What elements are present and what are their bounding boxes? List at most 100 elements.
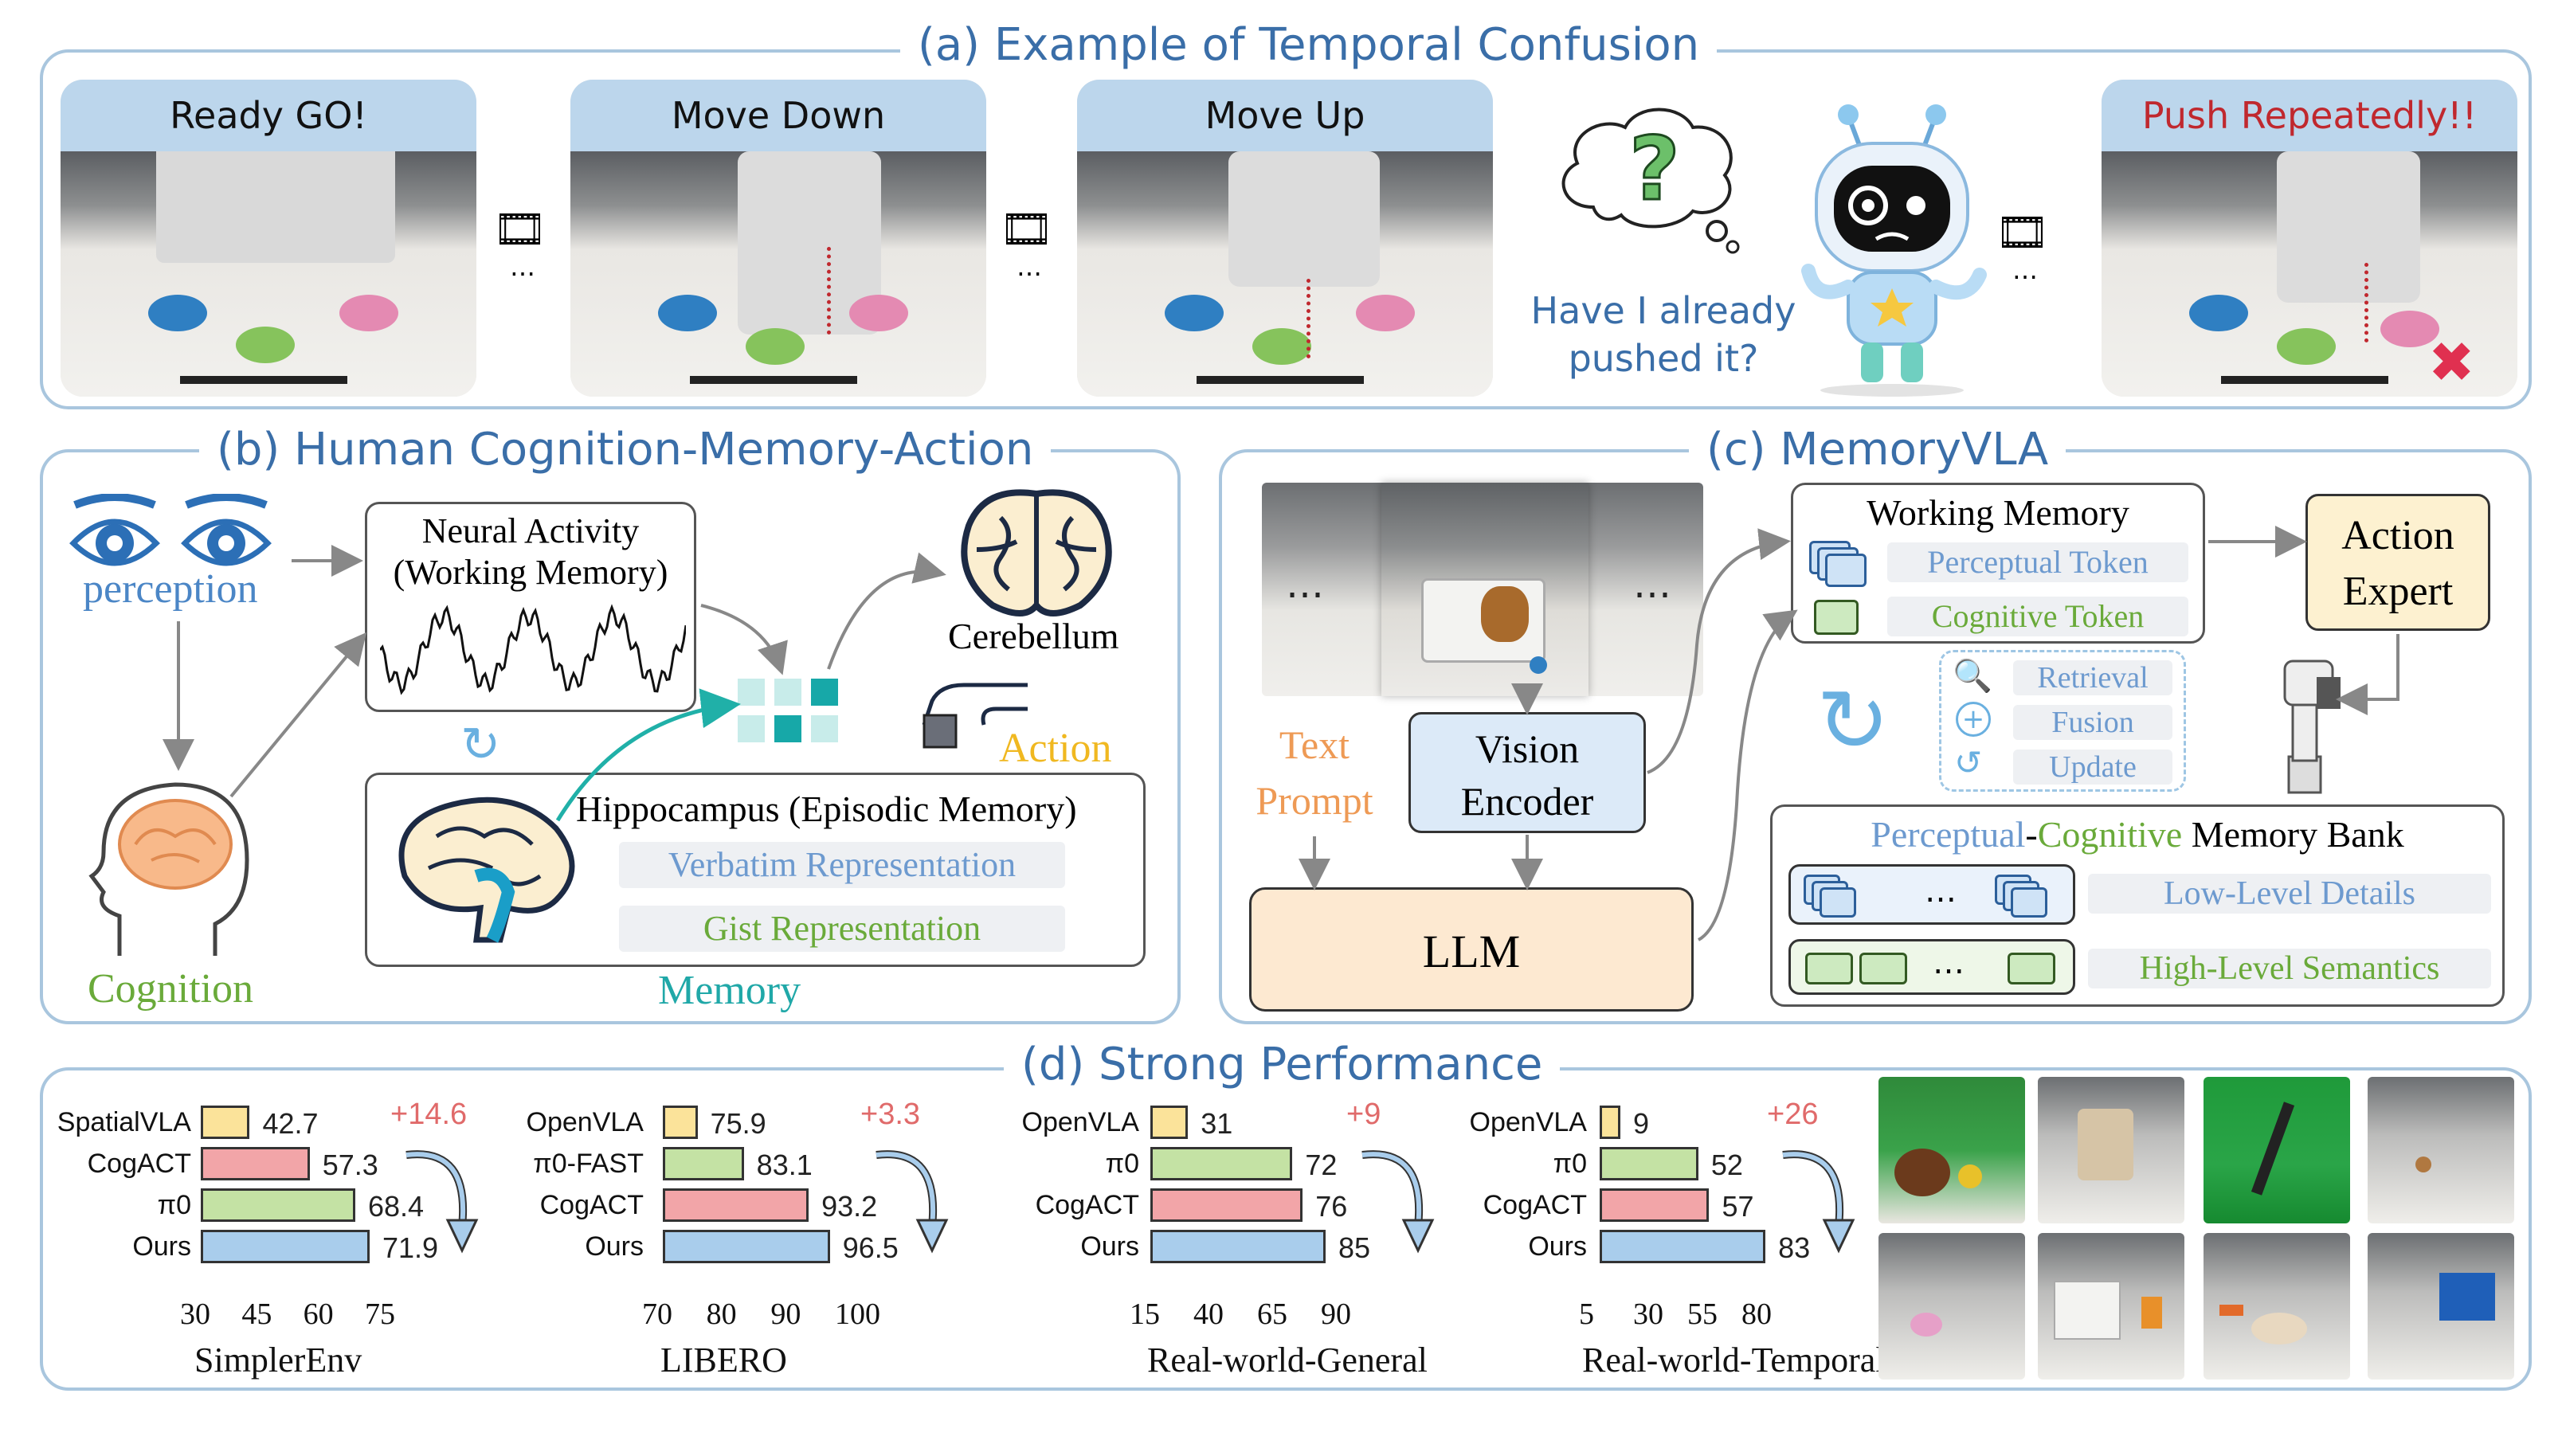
question-text: Have I already pushed it? xyxy=(1520,287,1807,382)
x-tick-label: 40 xyxy=(1193,1297,1224,1331)
thumbnail-image xyxy=(1878,1077,2025,1223)
robot-scene-image: ✖ xyxy=(2102,151,2517,397)
retrieval-pill: Retrieval xyxy=(2013,660,2172,695)
ellipsis: … xyxy=(1933,945,1965,981)
gist-pill: Gist Representation xyxy=(619,906,1065,952)
bar-openvla xyxy=(663,1106,698,1139)
low-level-pill: Low-Level Details xyxy=(2088,874,2491,914)
bank-perceptual-word: Perceptual xyxy=(1871,814,2026,855)
cognitive-token-pill: Cognitive Token xyxy=(1887,597,2188,636)
chart-title: SimplerEnv xyxy=(194,1341,362,1380)
curved-arrow-icon xyxy=(405,1150,479,1254)
cognitive-token-icon xyxy=(1814,600,1859,635)
ellipsis: … xyxy=(510,252,535,282)
thumbnail-image xyxy=(2368,1233,2514,1380)
bar--0 xyxy=(1600,1147,1698,1180)
bar-cogact xyxy=(201,1147,310,1180)
low-level-token-row: … xyxy=(1788,864,2075,925)
chart-title: Real-world-General xyxy=(1147,1341,1428,1380)
input-frames-image: … … xyxy=(1262,483,1703,696)
working-memory-subtitle: (Working Memory) xyxy=(393,553,668,592)
category-label: CogACT xyxy=(1483,1190,1587,1220)
action-expert-line-2: Expert xyxy=(2342,569,2454,614)
value-label: 57 xyxy=(1722,1190,1754,1223)
robot-scene-image xyxy=(1077,151,1493,397)
question-line-1: Have I already xyxy=(1530,289,1796,332)
improvement-label: +26 xyxy=(1767,1098,1819,1131)
hippocampus-title: Hippocampus (Episodic Memory) xyxy=(576,789,1077,829)
category-label: CogACT xyxy=(1035,1190,1139,1220)
value-label: 68.4 xyxy=(367,1190,425,1223)
value-label: 93.2 xyxy=(821,1190,878,1223)
panel-d-title: (d) Strong Performance xyxy=(1004,1037,1561,1093)
frame-title: Move Up xyxy=(1077,80,1493,151)
value-label: 85 xyxy=(1338,1231,1371,1264)
action-expert-box: Action Expert xyxy=(2305,494,2490,631)
category-label: π0 xyxy=(1553,1149,1587,1179)
chart-title: Real-world-Temporal xyxy=(1582,1341,1886,1380)
question-line-2: pushed it? xyxy=(1568,337,1759,380)
ellipsis: … xyxy=(2012,255,2038,285)
panel-c-arrows xyxy=(1299,526,2399,941)
category-label: OpenVLA xyxy=(1469,1107,1587,1137)
sync-icon: ↻ xyxy=(460,717,501,773)
bank-rest: Memory Bank xyxy=(2182,814,2404,855)
memory-bank-title: Perceptual-Cognitive Memory Bank xyxy=(1773,813,2502,855)
x-tick-label: 70 xyxy=(642,1297,672,1331)
x-tick-label: 90 xyxy=(1321,1297,1351,1331)
fusion-icon: + xyxy=(1956,702,1991,737)
curved-arrow-icon xyxy=(1361,1150,1435,1254)
bar-ours xyxy=(201,1230,370,1263)
value-label: 9 xyxy=(1633,1107,1650,1140)
neural-activity-title: Neural Activity xyxy=(421,511,640,550)
update-pill: Update xyxy=(2013,750,2172,785)
x-tick-label: 45 xyxy=(241,1297,272,1331)
value-label: 71.9 xyxy=(382,1231,439,1264)
vision-line-1: Vision xyxy=(1475,726,1580,771)
category-label: π0-FAST xyxy=(533,1149,644,1179)
panel-c-title: (c) MemoryVLA xyxy=(1689,422,2066,478)
x-tick-label: 100 xyxy=(835,1297,880,1331)
category-label: π0 xyxy=(1105,1149,1139,1179)
frame-title: Move Down xyxy=(570,80,986,151)
retrieval-icon: 🔍 xyxy=(1953,658,1992,695)
cross-icon: ✖ xyxy=(2428,330,2475,395)
x-tick-label: 75 xyxy=(365,1297,395,1331)
value-label: 72 xyxy=(1305,1149,1338,1181)
perceptual-token-icon xyxy=(1809,541,1867,587)
bar-openvla xyxy=(1600,1106,1620,1139)
eyes-icon xyxy=(69,494,272,566)
film-reel-icon: 🎞 xyxy=(492,204,547,254)
value-label: 75.9 xyxy=(710,1107,766,1140)
verbatim-pill: Verbatim Representation xyxy=(619,842,1065,888)
curved-arrow-icon xyxy=(876,1150,949,1254)
update-icon: ↺ xyxy=(1954,743,1983,782)
action-expert-line-1: Action xyxy=(2341,513,2454,558)
working-memory-title: Working Memory xyxy=(1867,492,2129,533)
ellipsis: … xyxy=(1633,562,1671,607)
value-label: 83.1 xyxy=(756,1149,813,1181)
x-tick-label: 5 xyxy=(1579,1297,1594,1331)
x-tick-label: 60 xyxy=(303,1297,334,1331)
improvement-label: +9 xyxy=(1346,1098,1381,1131)
action-label: Action xyxy=(999,726,1112,771)
bar-ours xyxy=(663,1230,830,1263)
text-prompt-line-2: Prompt xyxy=(1256,778,1373,823)
x-tick-label: 90 xyxy=(770,1297,801,1331)
memory-bank-box: Perceptual-Cognitive Memory Bank … Low-L… xyxy=(1770,804,2505,1007)
thumbnail-image xyxy=(2368,1077,2514,1223)
x-tick-label: 30 xyxy=(1633,1297,1663,1331)
category-label: OpenVLA xyxy=(526,1107,644,1137)
film-reel-icon: 🎞 xyxy=(999,204,1054,254)
cerebellum-label: Cerebellum xyxy=(948,616,1119,656)
text-prompt-label: Text Prompt xyxy=(1243,717,1386,828)
category-label: CogACT xyxy=(87,1149,191,1179)
x-tick-label: 30 xyxy=(180,1297,210,1331)
robot-mascot-icon xyxy=(1801,104,1987,397)
memory-tokens-icon xyxy=(738,679,841,742)
category-label: Ours xyxy=(585,1231,644,1262)
bank-dash: - xyxy=(2025,814,2038,855)
bar-spatialvla xyxy=(201,1106,250,1139)
ellipsis: … xyxy=(1286,562,1324,607)
x-tick-label: 80 xyxy=(1741,1297,1772,1331)
